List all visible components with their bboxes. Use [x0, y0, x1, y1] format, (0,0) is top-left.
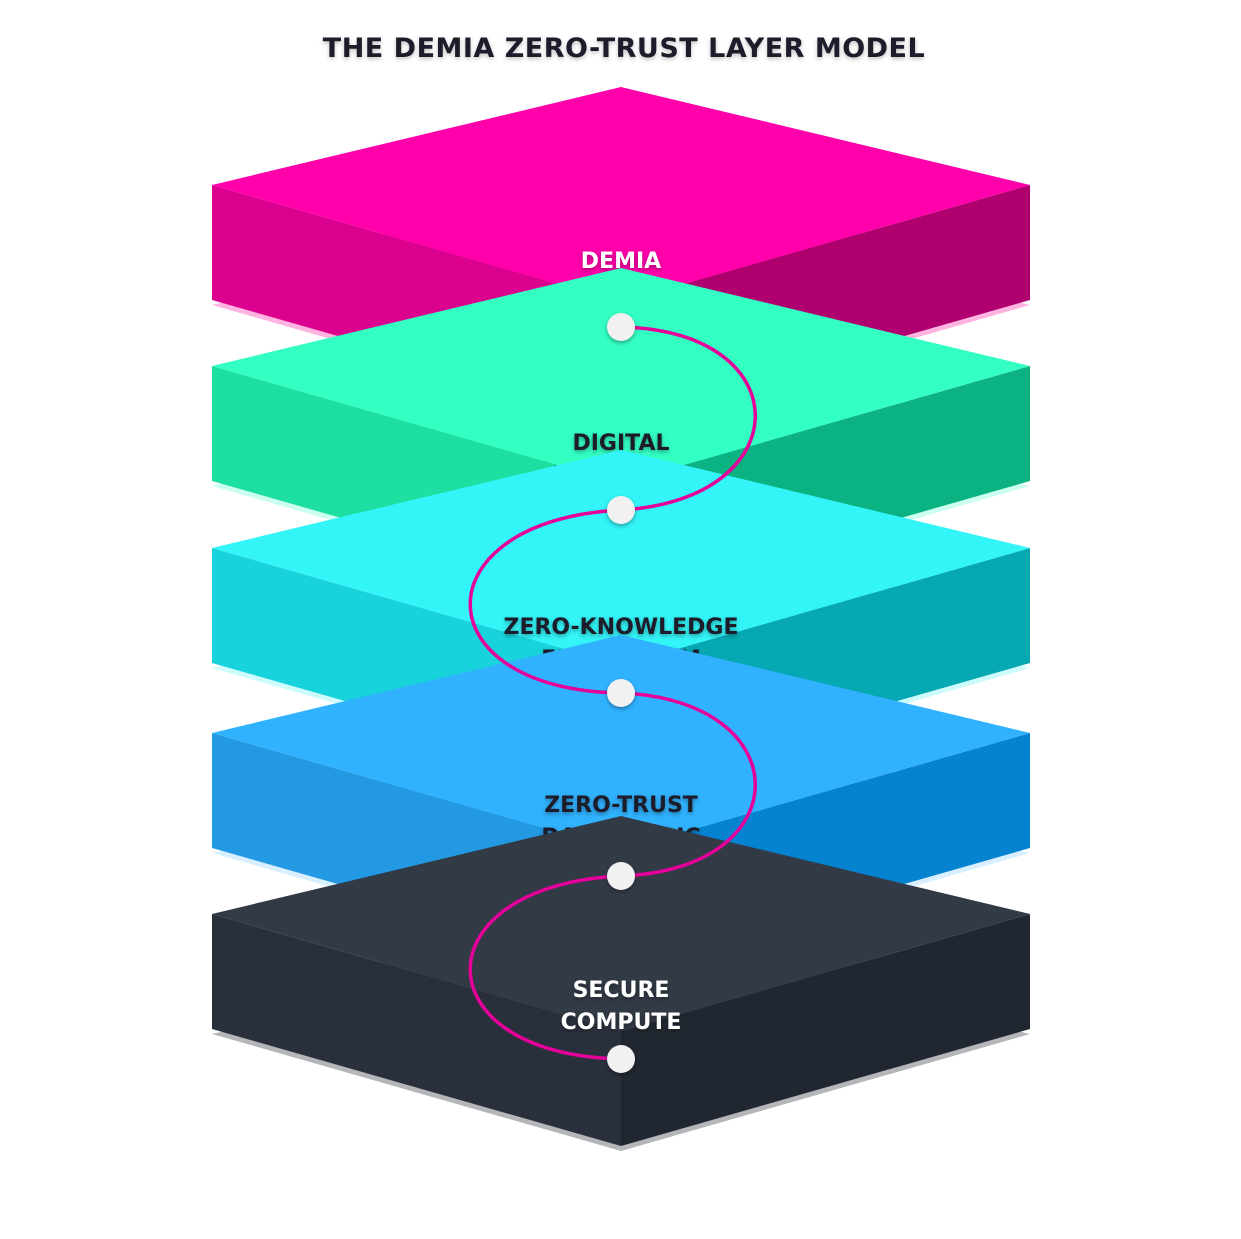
layer-secure-compute: SECURE COMPUTE — [212, 816, 1030, 1151]
layer-label-line: ZERO-TRUST — [544, 793, 698, 818]
diagram-title: THE DEMIA ZERO-TRUST LAYER MODEL — [323, 33, 925, 64]
connector-node — [607, 313, 635, 341]
layer-top-face — [212, 87, 1030, 302]
layer-top-face — [212, 268, 1030, 483]
layer-label-line: COMPUTE — [561, 1010, 682, 1035]
layer-left-face — [212, 914, 621, 1146]
layer-top-face — [212, 450, 1030, 665]
layer-right-face — [621, 914, 1030, 1146]
layer-label-line: SECURE — [573, 978, 670, 1003]
layer-stack: DEMIAPLATFORMDIGITALIDENTITIESZERO-KNOWL… — [212, 87, 1030, 1151]
connector-node — [607, 679, 635, 707]
connector-node — [607, 1045, 635, 1073]
connector-node — [607, 862, 635, 890]
connector-nodes — [607, 313, 635, 1073]
connector-node — [607, 496, 635, 524]
layer-top-face — [212, 816, 1030, 1031]
layer-top-face — [212, 635, 1030, 850]
